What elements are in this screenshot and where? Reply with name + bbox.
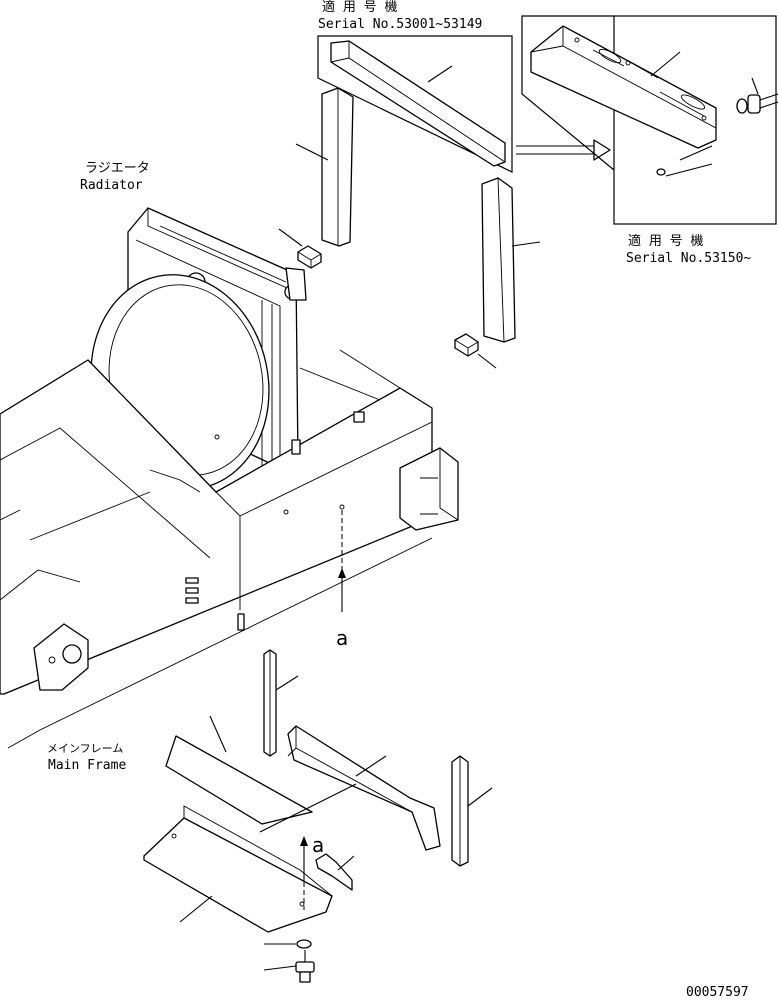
guard-plate-assembly [530,25,717,149]
post-left [263,649,277,757]
serial-range-a-en: Serial No.53001~53149 [318,17,482,32]
clip-bracket [315,853,353,891]
serial-range-b-en: Serial No.53150~ [626,251,751,266]
bolt-small-icon [736,93,779,114]
block-upper [297,245,322,269]
main-frame-label-en: Main Frame [48,758,126,773]
washer-small-icon [656,168,666,176]
block-lower [454,333,479,357]
leader-guard-plate [427,65,453,83]
view-ref-lower: a [300,833,324,910]
drawing-number: 00057597 [686,985,749,1000]
serial-range-box-b: 適 用 号 機 Serial No.53150~ [521,15,779,266]
view-ref-lower-letter: a [312,833,324,857]
frame-end-bracket [399,447,459,531]
view-ref-upper: a [336,510,348,650]
frame-hinge-bracket [33,623,89,691]
radiator-label-en: Radiator [80,178,143,193]
bolt-icon [295,950,315,983]
main-frame [0,349,433,749]
serial-range-a-jp: 適 用 号 機 [322,0,397,15]
long-bracket [287,725,441,851]
view-ref-upper-letter: a [336,626,348,650]
cover-plate-upper [165,735,313,825]
washer-icon [296,939,312,949]
support-pillar-right [481,177,516,343]
serial-range-b-jp: 適 用 号 機 [628,233,703,249]
serial-range-box-a: 適 用 号 機 Serial No.53001~53149 [317,0,513,173]
transition-arrow [516,139,611,161]
main-frame-label-jp: メインフレーム [47,742,123,755]
post-right [451,755,469,867]
support-pillar-left [321,87,354,247]
leaders-box-b [650,51,759,177]
radiator-label-jp: ラジエータ [85,161,150,176]
cover-plate-lower [143,805,333,933]
guard-plate-long [330,40,506,167]
